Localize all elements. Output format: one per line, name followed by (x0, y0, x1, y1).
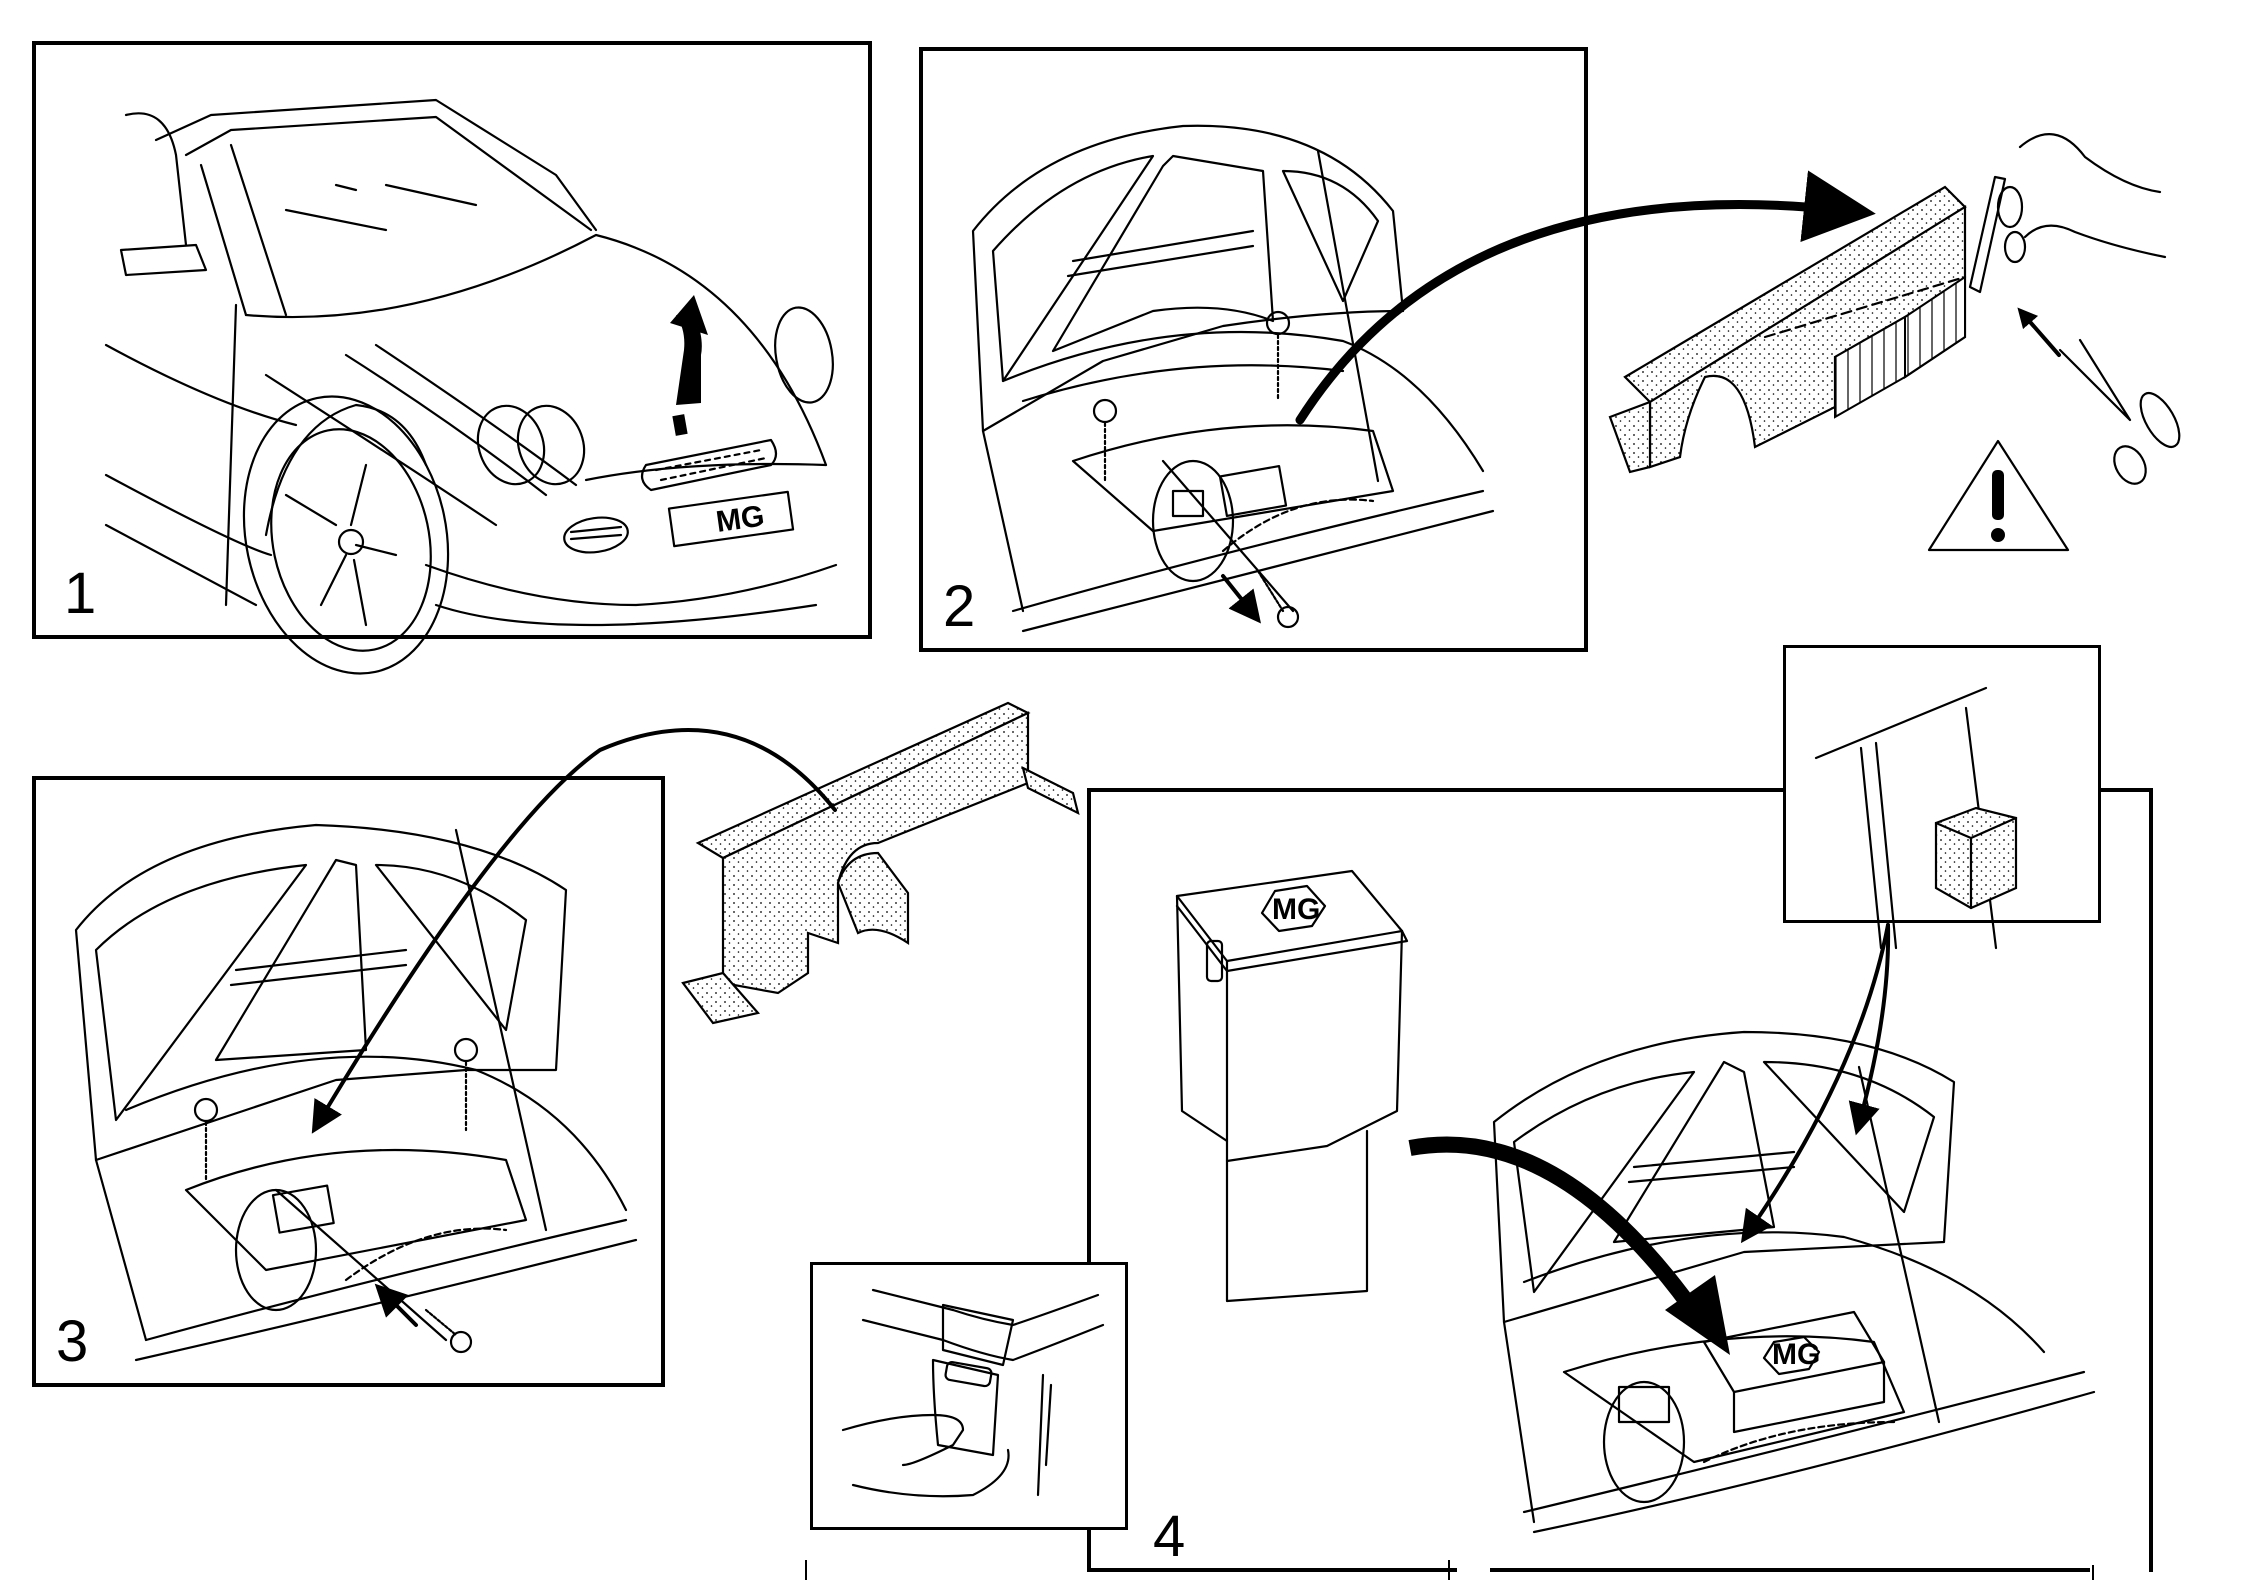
screw-left-icon (1092, 398, 1118, 483)
engine-bay-refit-illustration (74, 823, 638, 1362)
scan-edge-mark (2092, 1565, 2094, 1580)
mg-logo-icon: MG (1260, 884, 1327, 933)
panel-number-1: 1 (64, 561, 97, 626)
screw-out-arrow-icon (1221, 574, 1261, 624)
panel-number-4: 4 (1153, 1504, 1186, 1569)
engine-bay-open-illustration (971, 124, 1495, 633)
panel-3-refit-insulation: 3 (32, 776, 665, 1387)
cover-latch-hand-illustration (841, 1288, 1105, 1498)
scan-edge-mark (1448, 1560, 1450, 1580)
mg-logo-installed-icon: MG (1762, 1335, 1820, 1376)
panel-4-bottom-border (1087, 1568, 1457, 1572)
removed-screw-icon (1256, 569, 1300, 629)
warning-triangle-icon (1927, 439, 2070, 552)
car-front-illustration: MG (104, 98, 838, 675)
panel-number-2: 2 (943, 574, 976, 639)
panel-number-3: 3 (56, 1309, 89, 1374)
battery-cover-illustration: MG (1175, 869, 1409, 1303)
inset-cover-latch-detail (810, 1262, 1128, 1530)
foam-insulation-trim-illustration (1608, 133, 2167, 474)
transfer-arrow-icon (1295, 170, 1876, 425)
refit-screw-icon (424, 1308, 473, 1354)
foam-pad-detail-illustration (1814, 686, 2018, 950)
screw-right-icon (453, 1037, 479, 1132)
svg-text:MG: MG (1772, 1338, 1820, 1371)
screw-left-icon (193, 1097, 219, 1182)
panel-2-remove-screws: 2 (919, 47, 1588, 652)
panel-4-bottom-border-right (1490, 1568, 2090, 1572)
fit-cover-arrow-icon (1408, 1136, 1730, 1355)
foam-insulation-piece-illustration (681, 701, 1080, 1025)
engine-bay-with-cover-illustration: MG (1492, 1030, 2096, 1534)
scissors-icon (2017, 307, 2181, 485)
scan-edge-mark (805, 1560, 807, 1580)
inset-pointer-arrow-icon (1740, 923, 1891, 1244)
license-plate-text: MG (714, 500, 766, 539)
transfer-arrow-2-icon (311, 728, 837, 1134)
panel-1-open-bonnet: MG 1 (32, 41, 872, 675)
svg-text:MG: MG (1272, 893, 1320, 926)
screw-in-arrow-icon (374, 1283, 418, 1327)
inset-foam-pad-detail (1783, 645, 2101, 950)
screw-right-icon (1265, 310, 1291, 403)
open-bonnet-arrow-icon (670, 295, 708, 405)
